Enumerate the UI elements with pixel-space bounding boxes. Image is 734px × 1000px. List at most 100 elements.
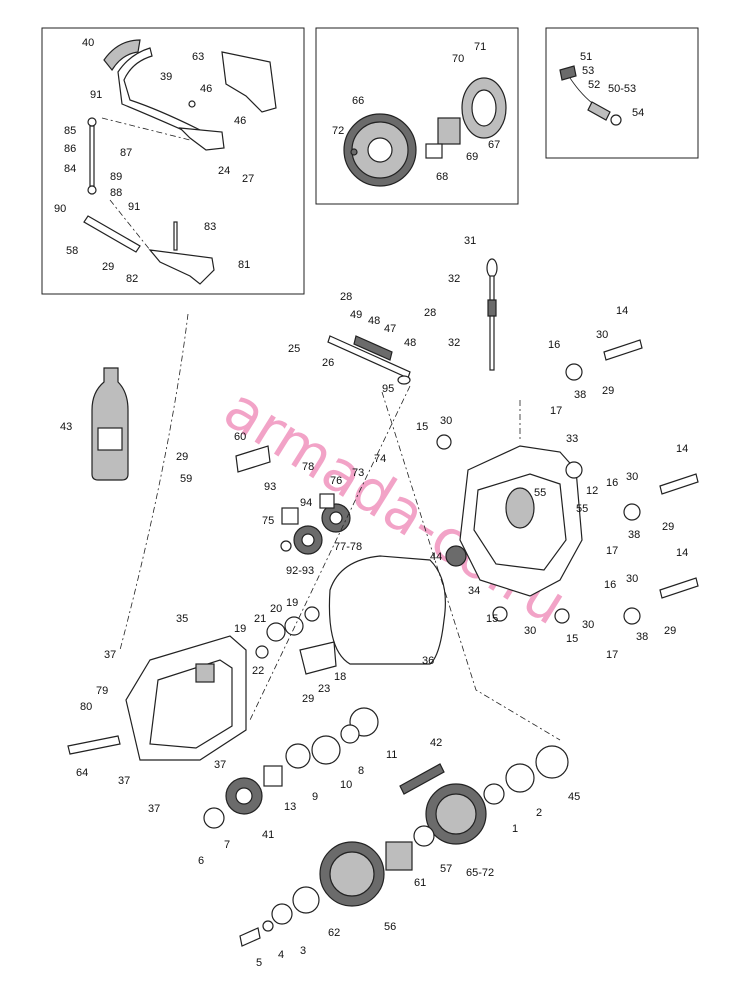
callout-label: 9 [312, 791, 318, 803]
callout-label: 10 [340, 779, 352, 791]
callout-label: 90 [54, 203, 66, 215]
callout-label: 38 [574, 389, 586, 401]
callout-label: 61 [414, 877, 426, 889]
callout-label: 30 [524, 625, 536, 637]
callout-label: 91 [128, 201, 140, 213]
callout-label: 42 [430, 737, 442, 749]
callout-label: 38 [636, 631, 648, 643]
callout-bottle: 43 [60, 421, 72, 433]
callout-label: 38 [628, 529, 640, 541]
callout-label: 52 [588, 79, 600, 91]
callout-label: 8 [358, 765, 364, 777]
callout-label: 17 [606, 545, 618, 557]
callout-label: 82 [126, 273, 138, 285]
callout-label: 6 [198, 855, 204, 867]
callout-label: 62 [328, 927, 340, 939]
callout-label: 57 [440, 863, 452, 875]
callout-label: 14 [616, 305, 628, 317]
callout-label: 44 [430, 551, 442, 563]
callout-label: 93 [264, 481, 276, 493]
sensor-inset [545, 27, 699, 159]
callout-label: 63 [192, 51, 204, 63]
callout-label: 48 [404, 337, 416, 349]
callout-label: 47 [384, 323, 396, 335]
callout-label: 40 [82, 37, 94, 49]
callout-label: 48 [368, 315, 380, 327]
callout-label: 92-93 [286, 565, 314, 577]
callout-label: 2 [536, 807, 542, 819]
dipstick [486, 258, 498, 371]
callout-label: 3 [300, 945, 306, 957]
callout-label: 37 [148, 803, 160, 815]
callout-label: 34 [468, 585, 480, 597]
callout-label: 78 [302, 461, 314, 473]
callout-label: 13 [284, 801, 296, 813]
callout-label: 50-53 [608, 83, 636, 95]
assembly-line [381, 391, 561, 741]
callout-label: 80 [80, 701, 92, 713]
callout-label: 71 [474, 41, 486, 53]
callout-label: 17 [606, 649, 618, 661]
callout-label: 65-72 [466, 867, 494, 879]
callout-label: 81 [238, 259, 250, 271]
callout-label: 88 [110, 187, 122, 199]
gear-train [67, 707, 569, 947]
callout-label: 49 [350, 309, 362, 321]
callout-label: 25 [288, 343, 300, 355]
callout-label: 60 [234, 431, 246, 443]
callout-label: 14 [676, 443, 688, 455]
callout-label: 28 [340, 291, 352, 303]
callout-label: 94 [300, 497, 312, 509]
callout-label: 69 [466, 151, 478, 163]
mounting-bolts [436, 339, 699, 625]
callout-label: 85 [64, 125, 76, 137]
gasket [328, 555, 446, 665]
callout-label: 15 [486, 613, 498, 625]
callout-label: 59 [180, 473, 192, 485]
callout-label: 53 [582, 65, 594, 77]
side-cover [125, 635, 247, 761]
callout-label: 32 [448, 337, 460, 349]
callout-label: 56 [384, 921, 396, 933]
callout-label: 4 [278, 949, 284, 961]
callout-label: 14 [676, 547, 688, 559]
lubricant-bottle: 43 [60, 367, 129, 481]
callout-label: 33 [566, 433, 578, 445]
gearbox-housing [445, 445, 583, 597]
callout-label: 74 [374, 453, 386, 465]
callout-label: 91 [90, 89, 102, 101]
callout-label: 29 [176, 451, 188, 463]
callout-label: 55 [534, 487, 546, 499]
callout-label: 55 [576, 503, 588, 515]
bearing-stack [255, 606, 337, 675]
callout-label: 26 [322, 357, 334, 369]
callout-label: 24 [218, 165, 230, 177]
callout-label: 41 [262, 829, 274, 841]
callout-label: 36 [422, 655, 434, 667]
callout-label: 1 [512, 823, 518, 835]
callout-label: 58 [66, 245, 78, 257]
callout-label: 54 [632, 107, 644, 119]
callout-label: 70 [452, 53, 464, 65]
callout-label: 46 [200, 83, 212, 95]
callout-label: 76 [330, 475, 342, 487]
callout-label: 30 [596, 329, 608, 341]
callout-label: 15 [566, 633, 578, 645]
callout-label: 30 [626, 573, 638, 585]
callout-label: 32 [448, 273, 460, 285]
callout-label: 31 [464, 235, 476, 247]
callout-label: 30 [626, 471, 638, 483]
callout-label: 16 [604, 579, 616, 591]
callout-label: 64 [76, 767, 88, 779]
callout-label: 20 [270, 603, 282, 615]
callout-label: 51 [580, 51, 592, 63]
assembly-line [119, 313, 189, 651]
callout-label: 29 [602, 385, 614, 397]
callout-label: 75 [262, 515, 274, 527]
callout-label: 87 [120, 147, 132, 159]
callout-label: 67 [488, 139, 500, 151]
callout-label: 19 [286, 597, 298, 609]
callout-label: 77-78 [334, 541, 362, 553]
